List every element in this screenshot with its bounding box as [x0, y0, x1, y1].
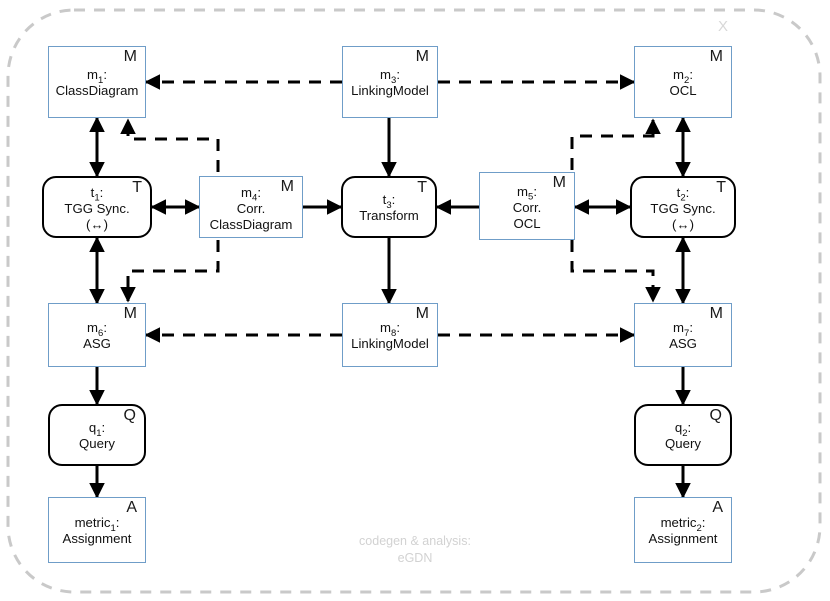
- label-line: Assignment: [648, 531, 718, 547]
- node-label-t3: t3:Transform: [343, 192, 435, 224]
- node-label-m7: m7:ASG: [635, 320, 731, 352]
- label-line: t2:: [676, 184, 690, 204]
- node-label-metric1: metric1:Assignment: [49, 515, 145, 547]
- label-line: ASG: [83, 336, 111, 352]
- edge-m4-to-m6: [120, 240, 220, 303]
- label-line: ClassDiagram: [209, 216, 293, 232]
- node-label-m4: m4:Corr.ClassDiagram: [200, 185, 302, 233]
- label-line: (↔): [86, 216, 108, 232]
- label-line: m7:: [673, 320, 693, 339]
- label-line: m4:: [241, 184, 261, 204]
- diagram-footer-note: codegen & analysis: eGDN: [305, 533, 525, 567]
- node-label-m1: m1:ClassDiagram: [49, 67, 145, 99]
- stereotype-m4: M: [280, 178, 294, 195]
- label-line: q2:: [674, 420, 692, 439]
- stereotype-q2: Q: [709, 407, 722, 424]
- stereotype-m6: M: [123, 305, 137, 322]
- label-line: m6:: [87, 320, 107, 339]
- stereotype-m1: M: [123, 48, 137, 65]
- label-line: m1:: [87, 67, 107, 86]
- label-line: ClassDiagram: [55, 83, 139, 99]
- label-line: m8:: [380, 320, 400, 339]
- label-line: Corr.: [512, 199, 542, 215]
- label-line: TGG Sync.: [650, 200, 716, 216]
- node-label-q2: q2:Query: [636, 420, 730, 452]
- label-line: Transform: [359, 208, 419, 224]
- stereotype-m8: M: [415, 305, 429, 322]
- node-label-m8: m8:LinkingModel: [343, 320, 437, 352]
- boundary-region: [6, 8, 822, 594]
- label-line: Corr.: [236, 200, 266, 216]
- label-line: TGG Sync.: [64, 200, 130, 216]
- stereotype-t3: T: [417, 179, 427, 196]
- boundary-label-x: X: [718, 18, 729, 35]
- label-line: ASG: [669, 336, 697, 352]
- label-line: Query: [79, 436, 115, 452]
- footer-line-2: eGDN: [397, 550, 433, 565]
- footer-line-1: codegen & analysis:: [359, 534, 471, 548]
- edge-m5-to-m2: [570, 118, 661, 170]
- stereotype-m7: M: [709, 305, 723, 322]
- label-line: t1:: [90, 184, 104, 204]
- stereotype-m3: M: [415, 48, 429, 65]
- stereotype-metric2: A: [712, 499, 723, 516]
- stereotype-metric1: A: [126, 499, 137, 516]
- label-line: LinkingModel: [351, 336, 429, 352]
- edge-group: [89, 74, 691, 499]
- node-label-m5: m5:Corr.OCL: [480, 184, 574, 232]
- label-line: m2:: [673, 67, 693, 86]
- label-line: OCL: [513, 215, 541, 231]
- label-line: LinkingModel: [351, 83, 429, 99]
- stereotype-m5: M: [552, 174, 566, 191]
- label-line: Query: [665, 436, 701, 452]
- label-line: metric2:: [660, 515, 706, 534]
- node-label-q1: q1:Query: [50, 420, 144, 452]
- label-line: m3:: [380, 67, 400, 86]
- node-label-t2: t2:TGG Sync.(↔): [632, 185, 734, 233]
- label-line: (↔): [672, 216, 694, 232]
- label-line: OCL: [669, 83, 697, 99]
- edge-m5-to-m7: [570, 240, 661, 303]
- label-line: q1:: [88, 420, 106, 439]
- boundary-rect: [6, 8, 822, 594]
- stereotype-t2: T: [716, 179, 726, 196]
- node-label-metric2: metric2:Assignment: [635, 515, 731, 547]
- node-label-m2: m2:OCL: [635, 67, 731, 99]
- label-line: Assignment: [62, 531, 132, 547]
- label-line: metric1:: [74, 515, 120, 534]
- node-label-m6: m6:ASG: [49, 320, 145, 352]
- label-line: m5:: [517, 183, 537, 203]
- label-line: t3:: [382, 192, 396, 211]
- edge-m4-to-m1: [120, 118, 220, 172]
- node-label-m3: m3:LinkingModel: [343, 67, 437, 99]
- stereotype-q1: Q: [123, 407, 136, 424]
- stereotype-t1: T: [132, 179, 142, 196]
- node-label-t1: t1:TGG Sync.(↔): [44, 185, 150, 233]
- stereotype-m2: M: [709, 48, 723, 65]
